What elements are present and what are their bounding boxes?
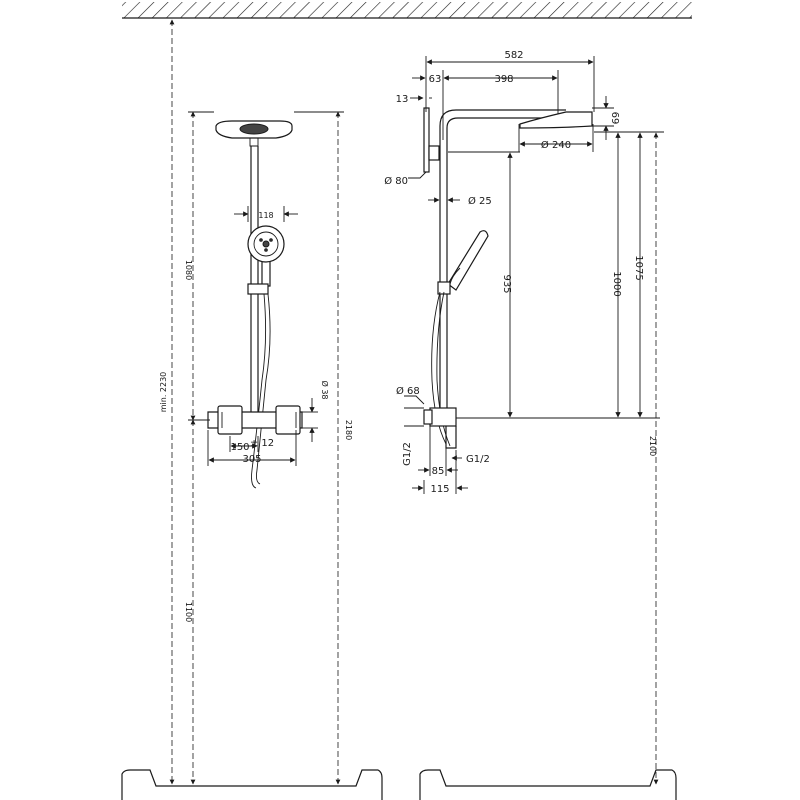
dim-13: 13 [396,94,409,105]
dim-d38: Ø 38 [320,380,330,399]
front-view-shower [207,120,303,489]
dim-85: 85 [432,466,445,477]
dim-150: 150 [230,442,249,453]
dim-115: 115 [430,484,449,495]
dim-d80: Ø 80 [384,175,408,187]
dim-1100: 1100 [184,602,193,622]
dim-69: 69 [609,112,620,125]
side-view-shower [423,107,593,449]
dim-g12-left: G1/2 [402,442,413,466]
dim-g12-right: G1/2 [466,454,490,465]
dim-1075: 1075 [633,255,644,280]
dim-1000: 1000 [611,271,622,296]
ceiling [122,2,692,19]
dim-63: 63 [429,74,442,85]
dim-2100: 2100 [648,436,657,456]
floor-right [419,769,677,800]
side-view-dimensions [404,56,664,785]
dim-118: 118 [258,211,273,220]
dim-1080: 1080 [184,260,193,280]
floor-left [121,769,383,800]
front-view-labels: 1080 min. 2230 118 Ø 38 2180 150 ± 12 30… [159,211,353,622]
dim-2180: 2180 [344,420,353,440]
dim-305: 305 [242,454,261,465]
front-view-dimensions [169,19,344,785]
dim-d68: Ø 68 [396,385,420,397]
side-view-labels: 582 63 398 13 69 Ø 240 Ø 80 Ø 25 935 100… [384,50,657,495]
dim-582: 582 [504,50,523,61]
dim-d25: Ø 25 [468,195,492,207]
dim-935: 935 [501,274,512,293]
dim-min-2230: min. 2230 [159,372,168,413]
dim-398: 398 [494,74,513,85]
dim-12: ± 12 [250,438,274,449]
dim-d240: Ø 240 [541,139,571,151]
